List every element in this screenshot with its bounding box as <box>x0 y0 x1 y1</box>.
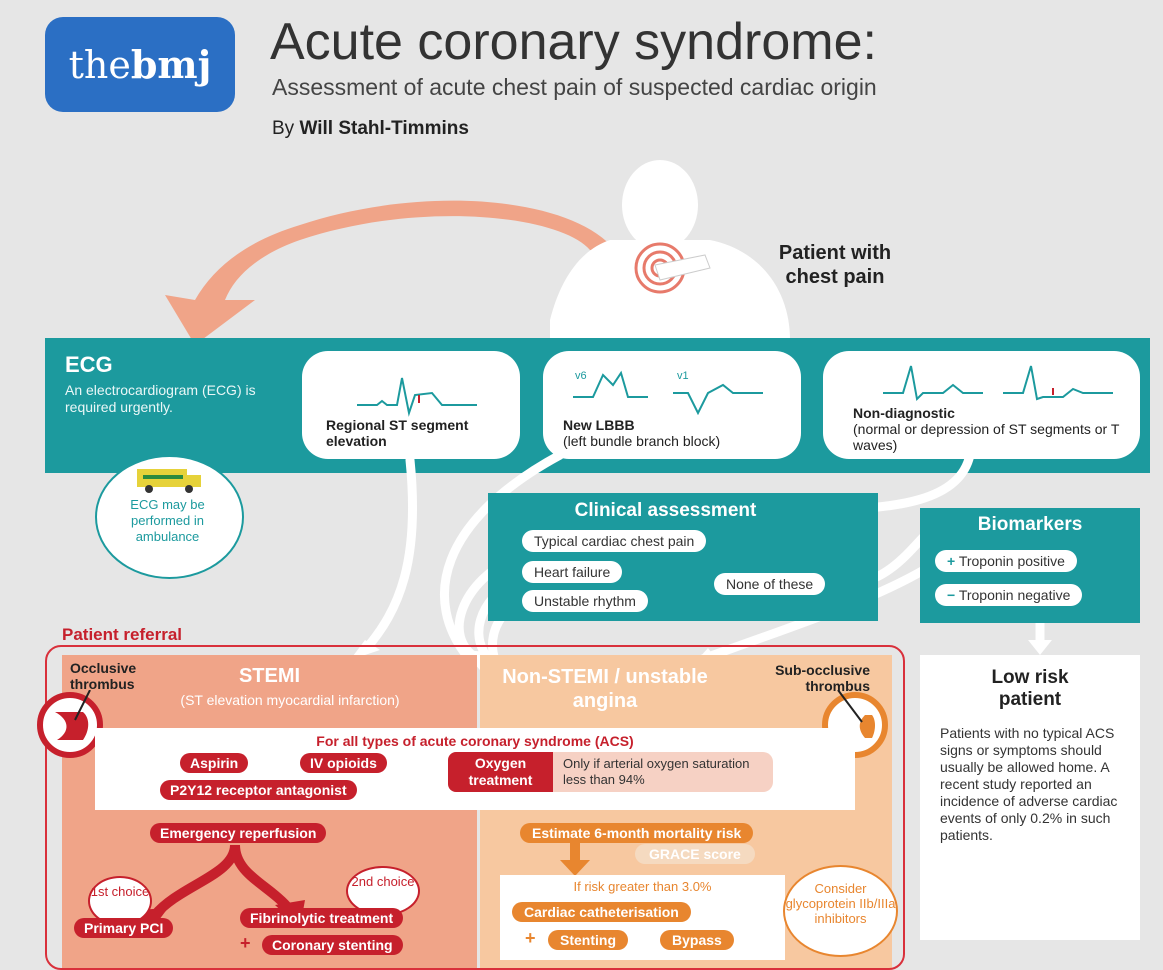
biomarkers-title: Biomarkers <box>977 514 1083 535</box>
stenting-pill: Stenting <box>548 930 628 950</box>
ecg-card-st-elevation: Regional ST segment elevation <box>302 351 520 459</box>
st-elevation-trace-icon <box>357 377 477 417</box>
troponin-negative-label: Troponin negative <box>958 587 1071 603</box>
ecg-card-non-diagnostic: Non-diagnostic (normal or depression of … <box>823 351 1140 459</box>
lead-v1-label: v1 <box>677 370 689 382</box>
card-label-lbbb: New LBBB (left bundle branch block) <box>563 417 793 449</box>
sub-occlusive-label: Sub-occlusive thrombus <box>775 662 870 694</box>
ambulance-icon <box>137 469 201 493</box>
ambulance-note: ECG may be performed in ambulance <box>130 497 205 544</box>
nstemi-title: Non-STEMI / unstable angina <box>502 666 708 712</box>
lead-v6-label: v6 <box>575 370 587 382</box>
card-title-non-diagnostic: Non-diagnostic <box>853 405 955 421</box>
stemi-subtitle: (ST elevation myocardial infarction) <box>180 692 400 708</box>
byline-prefix: By <box>272 118 295 139</box>
clinical-assessment-title: Clinical assessment <box>574 500 757 521</box>
first-choice-badge: 1st choice <box>88 876 152 926</box>
curved-arrow-icon <box>165 200 615 345</box>
troponin-positive: + Troponin positive <box>935 550 1077 572</box>
occlusive-label: Occlusive thrombus <box>70 660 137 692</box>
page-title: Acute coronary syndrome: <box>270 13 877 71</box>
card-detail-lbbb: (left bundle branch block) <box>563 433 721 449</box>
plus-icon: + <box>947 553 956 569</box>
low-risk-title-text: Low risk patient <box>991 667 1069 710</box>
primary-pci-pill: Primary PCI <box>74 918 174 938</box>
clinical-item-unstable-rhythm: Unstable rhythm <box>522 590 648 612</box>
stemi-title: STEMI <box>238 665 301 687</box>
down-arrow-icon <box>560 840 590 876</box>
catheterisation-pill: Cardiac catheterisation <box>512 902 691 922</box>
referral-label: Patient referral <box>62 625 182 644</box>
patient-label: Patient with chest pain <box>778 242 892 288</box>
card-title-lbbb: New LBBB <box>563 417 635 433</box>
grace-score-label: GRACE score <box>635 844 755 864</box>
byline: By Will Stahl-Timmins <box>272 118 469 140</box>
occlusive-thrombus-icon <box>37 690 103 758</box>
ecg-card-lbbb: v6 v1 New LBBB (left bundle branch block… <box>543 351 801 459</box>
fibrinolytic-pill: Fibrinolytic treatment <box>240 908 404 928</box>
plus-red-icon: + <box>240 933 251 953</box>
troponin-negative: − Troponin negative <box>935 584 1083 606</box>
emergency-reperfusion-pill: Emergency reperfusion <box>150 823 327 843</box>
bypass-pill: Bypass <box>660 930 734 950</box>
acs-title: For all types of acute coronary syndrome… <box>255 733 695 749</box>
estimate-risk-pill: Estimate 6-month mortality risk <box>520 823 754 843</box>
referral-border <box>45 645 905 970</box>
minus-icon: − <box>947 587 956 603</box>
hand-icon <box>654 254 711 281</box>
card-detail-non-diagnostic: (normal or depression of ST segments or … <box>853 421 1120 453</box>
clinical-item-chest-pain: Typical cardiac chest pain <box>522 530 707 552</box>
low-risk-box <box>920 655 1140 940</box>
clinical-item-heart-failure: Heart failure <box>522 561 623 583</box>
risk-threshold: If risk greater than 3.0% <box>573 879 712 894</box>
coronary-stenting-pill: Coronary stenting <box>262 935 403 955</box>
ecg-description: An electrocardiogram (ECG) is required u… <box>65 382 256 415</box>
oxygen-label: Oxygen treatment <box>448 752 553 792</box>
card-label-st: Regional ST segment elevation <box>326 417 516 449</box>
non-diagnostic-trace-icon <box>883 365 1113 402</box>
logo-bold: bmj <box>130 42 212 87</box>
clinical-item-none: None of these <box>714 573 826 595</box>
glycoprotein-circle: Consider glycoprotein IIb/IIIa inhibitor… <box>783 865 898 957</box>
low-risk-title: Low risk patient <box>920 667 1140 711</box>
aspirin-pill: Aspirin <box>180 753 249 773</box>
card-title-st: Regional ST segment elevation <box>326 417 469 449</box>
author-name: Will Stahl-Timmins <box>299 118 469 139</box>
plus-orange-icon: + <box>525 928 536 948</box>
low-risk-text: Patients with no typical ACS signs or sy… <box>940 725 1118 843</box>
lbbb-trace-icon: v6 v1 <box>573 370 763 415</box>
card-label-non-diagnostic: Non-diagnostic (normal or depression of … <box>853 405 1133 453</box>
p2y12-pill: P2Y12 receptor antagonist <box>160 780 357 800</box>
ecg-title: ECG <box>65 352 113 377</box>
page-subtitle: Assessment of acute chest pain of suspec… <box>272 74 877 100</box>
iv-opioids-pill: IV opioids <box>300 753 387 773</box>
troponin-positive-label: Troponin positive <box>958 553 1065 569</box>
logo-prefix: the <box>68 42 131 87</box>
oxygen-note: Only if arterial oxygen saturation less … <box>553 752 773 792</box>
